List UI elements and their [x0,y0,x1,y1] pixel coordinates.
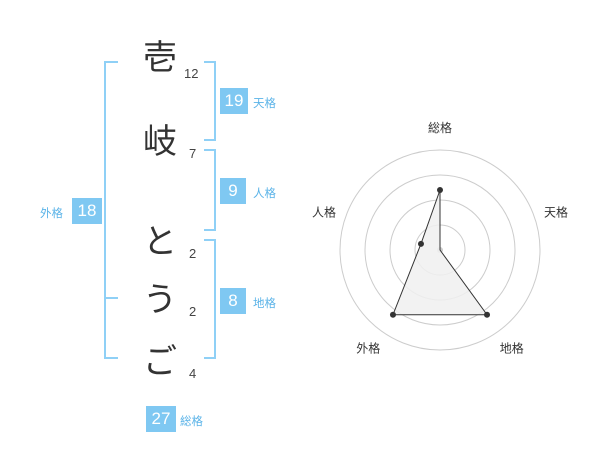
radar-point-1 [437,187,443,193]
radar-axis-label-5: 人格 [312,204,336,219]
name-char-1: 壱 [143,38,177,78]
tenkaku-bracket-top [204,61,216,63]
stroke-count-1: 12 [184,66,199,81]
jinkaku-bracket-vertical [214,149,216,231]
gaikaku-badge: 18 [72,198,102,224]
radar-ring-4 [339,149,541,351]
stroke-count-2: 7 [189,146,197,161]
jinkaku-label: 人格 [253,186,276,200]
chikaku-label: 地格 [253,296,276,310]
radar-ring-3 [364,174,516,326]
gaikaku-label: 外格 [40,206,63,220]
tenkaku-badge: 19 [220,88,248,114]
radar-axis-label-4: 外格 [356,341,380,356]
name-char-3: と [143,222,177,262]
tenkaku-label: 天格 [253,96,276,110]
chikaku-bracket-vertical [214,239,216,359]
tenkaku-bracket-bottom [204,139,216,141]
jinkaku-badge: 9 [220,178,246,204]
gaikaku-bracket-bottom [104,357,118,359]
name-char-4: う [143,280,177,320]
gaikaku-bracket-vertical [104,61,106,359]
radar-point-4 [389,311,396,318]
gaikaku-bracket-top [104,61,118,63]
radar-point-5 [417,240,424,247]
gaikaku-bracket-mid [104,297,118,299]
tenkaku-bracket-vertical [214,61,216,141]
radar-point-3 [484,311,491,318]
radar-data-polygon [392,189,489,316]
radar-axis-label-1: 総格 [428,120,452,135]
soukaku-label: 総格 [180,414,203,428]
name-char-2: 岐 [143,122,177,162]
jinkaku-bracket-top [204,149,216,151]
jinkaku-bracket-bottom [204,229,216,231]
name-char-5: ご [143,342,177,382]
stroke-count-5: 4 [189,366,197,381]
radar-axis-label-2: 天格 [544,204,568,219]
radar-axis-label-3: 地格 [500,341,524,356]
stroke-count-3: 2 [189,246,197,261]
chikaku-badge: 8 [220,288,246,314]
chikaku-bracket-bottom [204,357,216,359]
chikaku-bracket-top [204,239,216,241]
stroke-count-4: 2 [189,304,197,319]
soukaku-badge: 27 [146,406,176,432]
